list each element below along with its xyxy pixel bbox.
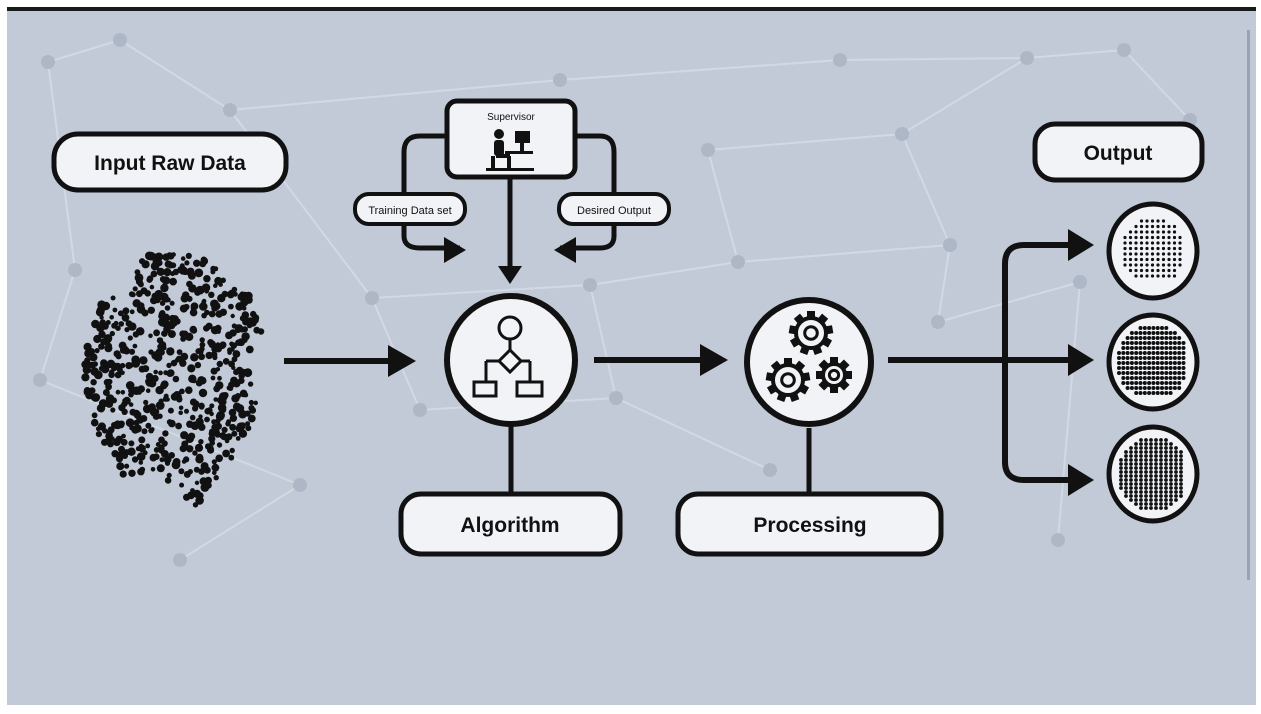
network-link: [39, 269, 76, 381]
arrow-desired-to-algorithm: [554, 237, 576, 263]
algorithm-box: Algorithm: [398, 491, 623, 557]
scatter-cloud-icon: [81, 251, 265, 508]
network-link: [615, 397, 771, 471]
output-label: Output: [1084, 142, 1153, 165]
input-raw-data-label: Input Raw Data: [94, 152, 246, 175]
training-data-set-label: Training Data set: [368, 205, 451, 217]
network-link: [1026, 49, 1125, 59]
network-node: [68, 263, 82, 277]
network-link: [589, 284, 617, 399]
network-node: [293, 478, 307, 492]
output-box: Output: [1032, 121, 1205, 183]
flowchart-icon: [472, 315, 544, 398]
network-link: [707, 133, 903, 151]
network-link: [47, 39, 121, 63]
network-node: [413, 403, 427, 417]
network-link: [119, 39, 231, 111]
network-node: [701, 143, 715, 157]
network-link: [839, 57, 1028, 61]
network-node: [583, 278, 597, 292]
network-link: [179, 484, 301, 561]
supervisor-box: Supervisor: [444, 98, 578, 180]
arrow-training-to-algorithm: [444, 237, 466, 263]
training-data-set-box: Training Data set: [353, 192, 467, 226]
arrowhead-output-bottom: [1068, 464, 1094, 496]
network-link: [937, 244, 951, 323]
network-link: [1057, 281, 1081, 541]
network-link: [937, 281, 1081, 323]
network-link: [371, 284, 591, 299]
network-node: [173, 553, 187, 567]
supervisor-loop: [401, 133, 617, 266]
processing-label: Processing: [753, 514, 866, 537]
person-at-computer-icon: [486, 129, 534, 171]
network-node: [943, 238, 957, 252]
dot-columns-circle-icon: [1106, 424, 1200, 524]
network-node: [553, 73, 567, 87]
network-node: [223, 103, 237, 117]
processing-node: [744, 297, 874, 494]
network-link: [39, 379, 301, 486]
arrowhead-output-middle: [1068, 344, 1094, 376]
arrowhead-output-top: [1068, 229, 1094, 261]
network-node: [895, 127, 909, 141]
top-border: [7, 7, 1256, 11]
dot-grid-circle-icon: [1106, 201, 1200, 301]
network-node: [731, 255, 745, 269]
algorithm-node: [444, 293, 578, 494]
arrows-processing-to-outputs: [888, 242, 1074, 483]
input-raw-data-box: Input Raw Data: [51, 131, 289, 193]
right-divider: [1247, 30, 1250, 580]
network-link: [901, 57, 1028, 135]
network-node: [609, 391, 623, 405]
network-node: [33, 373, 47, 387]
dot-rows-circle-icon: [1106, 312, 1200, 412]
arrow-algorithm-to-processing: [594, 344, 728, 376]
arrow-supervisor-down: [498, 266, 522, 284]
desired-output-label: Desired Output: [577, 205, 651, 217]
network-link: [1123, 49, 1191, 121]
network-link: [707, 149, 739, 263]
network-node: [1020, 51, 1034, 65]
desired-output-box: Desired Output: [557, 192, 671, 226]
network-node: [41, 55, 55, 69]
network-link: [737, 244, 951, 263]
network-node: [931, 315, 945, 329]
network-node: [365, 291, 379, 305]
network-node: [1051, 533, 1065, 547]
network-link: [229, 79, 561, 111]
network-node: [113, 33, 127, 47]
network-node: [833, 53, 847, 67]
network-node: [763, 463, 777, 477]
arrow-input-to-algorithm: [284, 345, 416, 377]
network-node: [1073, 275, 1087, 289]
processing-box: Processing: [675, 491, 944, 557]
supervisor-label: Supervisor: [487, 112, 535, 123]
network-node: [1117, 43, 1131, 57]
network-link: [901, 133, 951, 246]
gears-icon: [765, 311, 852, 403]
network-link: [589, 261, 739, 286]
network-link: [559, 59, 841, 81]
algorithm-label: Algorithm: [460, 514, 559, 537]
